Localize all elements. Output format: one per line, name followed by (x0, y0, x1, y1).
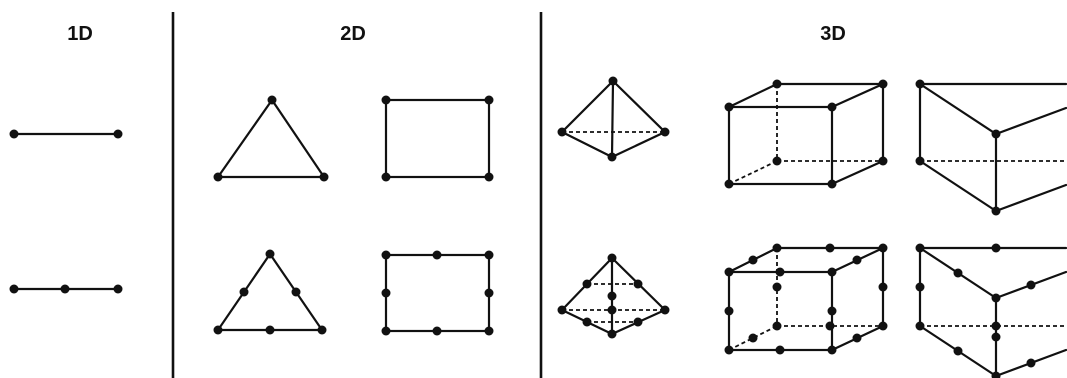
prism-element-linear (915, 79, 1067, 216)
prism-element-quadratic (915, 243, 1067, 378)
hexahedron-element-quadratic (724, 243, 888, 355)
tetrahedron-element-quadratic (557, 253, 670, 339)
quad-element-quadratic (381, 250, 494, 336)
quad-element-linear (381, 95, 494, 182)
line-element-linear (9, 129, 123, 139)
tetrahedron-element-linear (557, 76, 670, 162)
hexahedron-element-linear (724, 79, 888, 189)
triangle-element-quadratic (213, 249, 327, 335)
header-3d: 3D (820, 23, 846, 45)
header-1d: 1D (67, 23, 93, 45)
line-element-quadratic (9, 284, 123, 294)
triangle-element-linear (213, 95, 329, 182)
header-2d: 2D (340, 23, 366, 45)
